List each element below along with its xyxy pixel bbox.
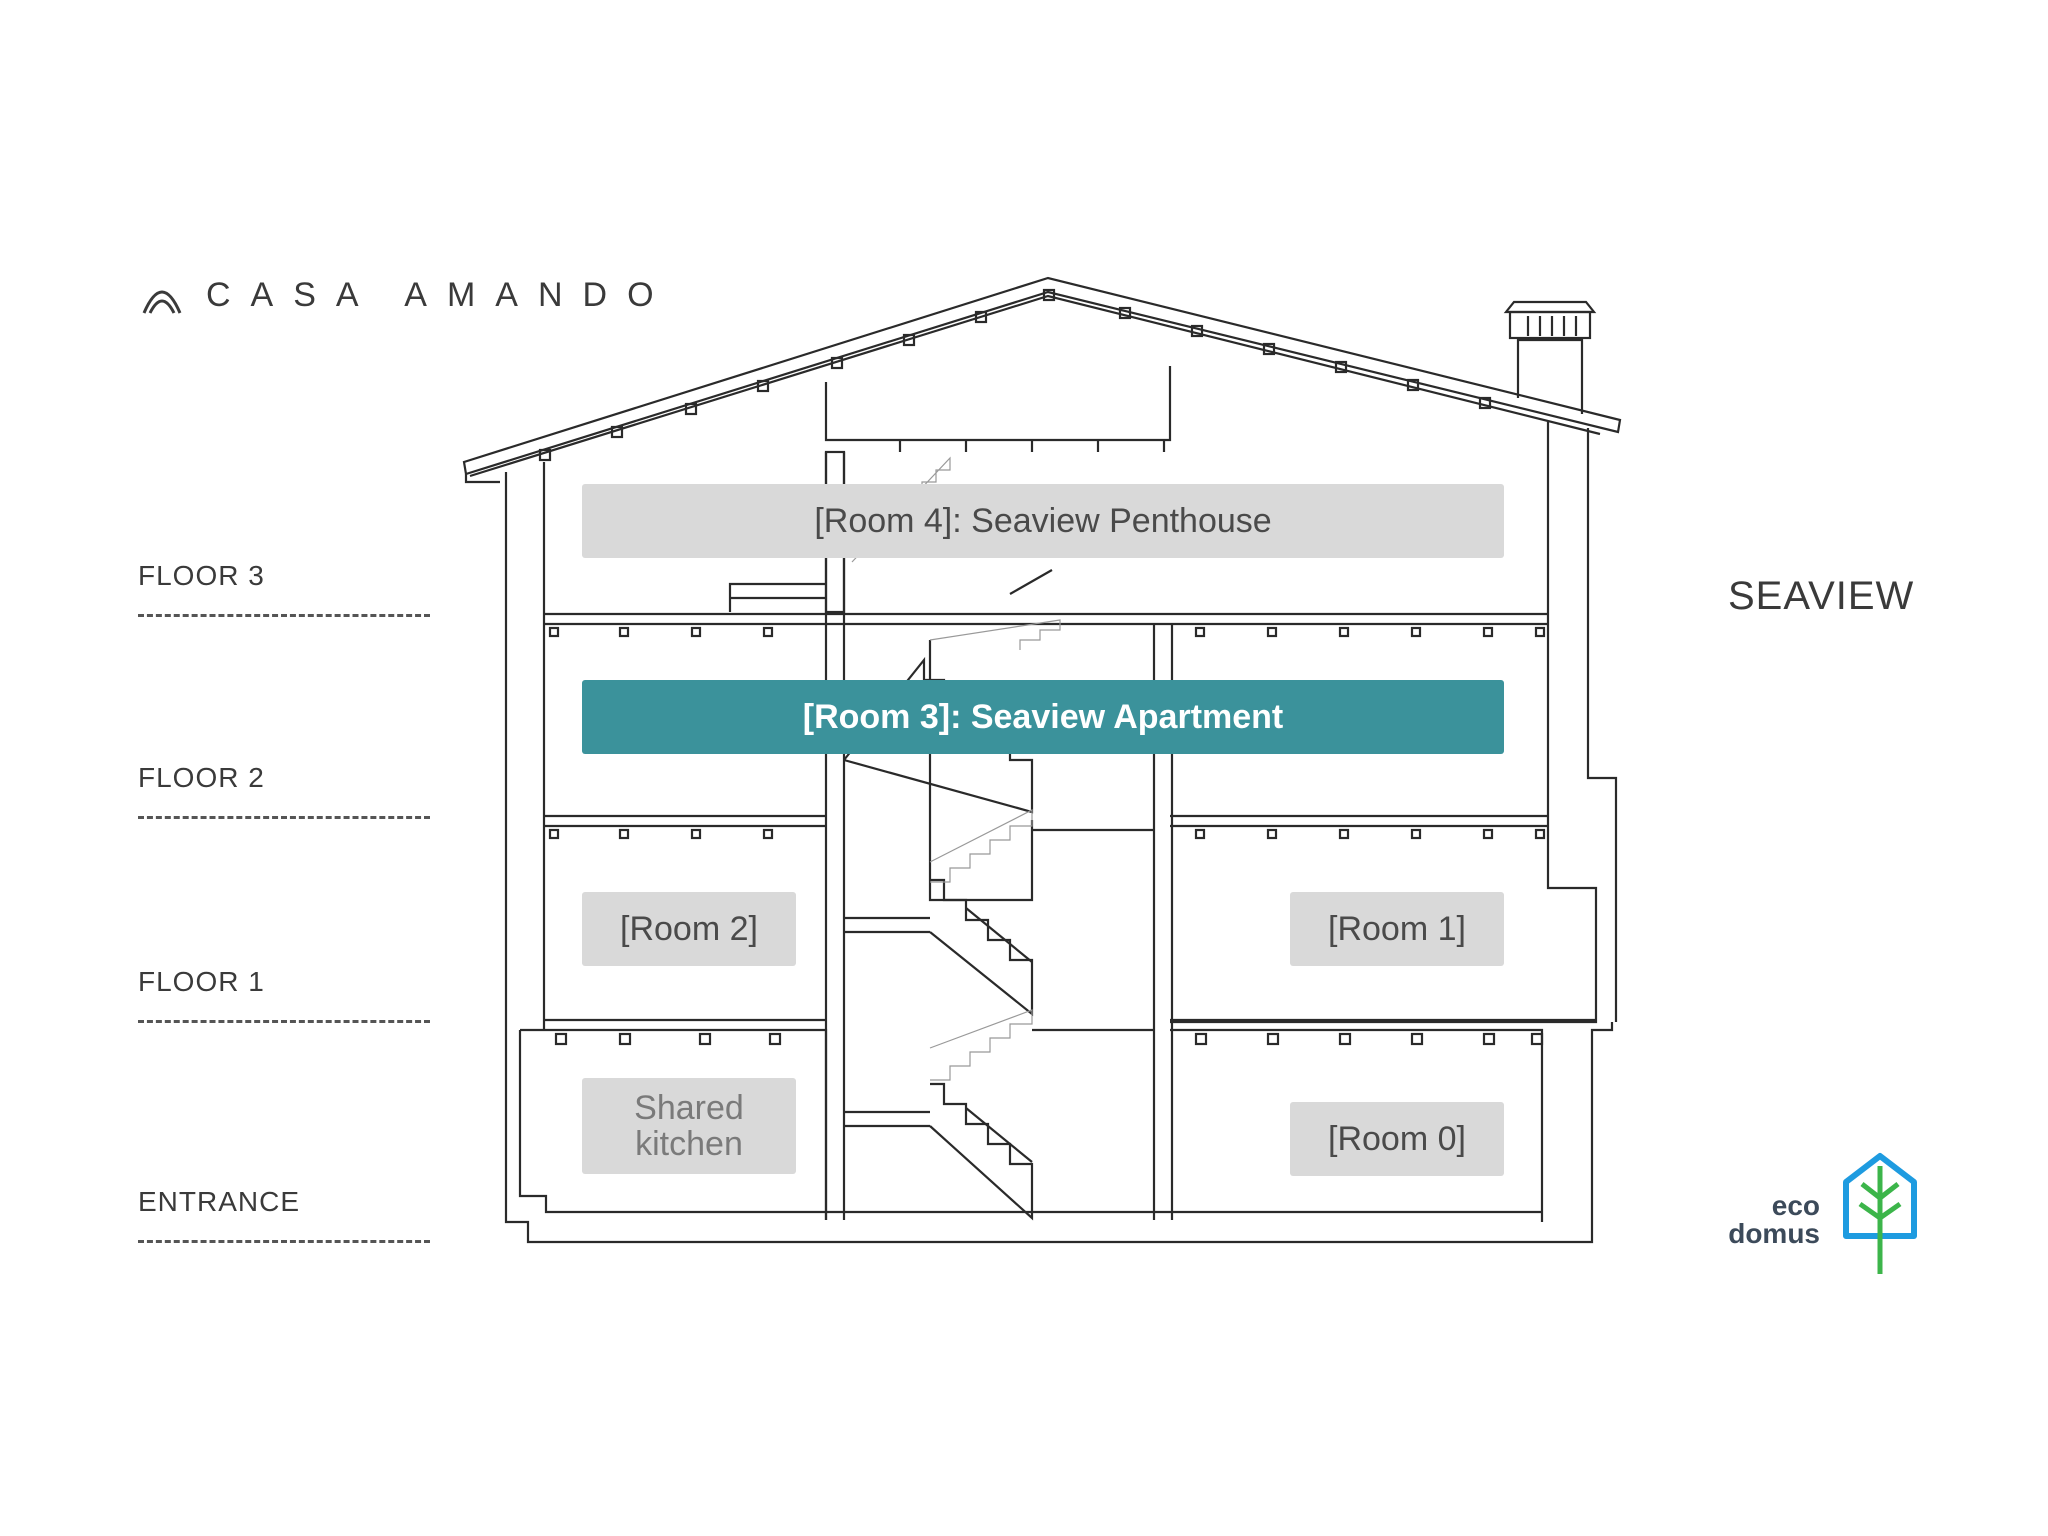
floor-label-2: FLOOR 2 — [138, 762, 265, 793]
room-3-label[interactable]: [Room 3]: Seaview Apartment — [582, 680, 1504, 754]
shared-kitchen-label[interactable]: Shared kitchen — [582, 1078, 796, 1174]
brand-name: CASA AMANDO — [206, 275, 674, 314]
leaf-house-icon — [1843, 1153, 1917, 1274]
floor-label-3: FLOOR 3 — [138, 560, 265, 591]
floor-divider-2 — [138, 816, 430, 819]
floor-divider-entrance — [138, 1240, 430, 1243]
brand-header: CASA AMANDO — [140, 272, 674, 318]
floor-divider-3 — [138, 614, 430, 617]
room-1-label[interactable]: [Room 1] — [1290, 892, 1504, 966]
room-4-label[interactable]: [Room 4]: Seaview Penthouse — [582, 484, 1504, 558]
floor-label-1: FLOOR 1 — [138, 966, 265, 997]
eco-text-line1: eco — [1771, 1190, 1820, 1221]
floor-label-entrance: ENTRANCE — [138, 1186, 301, 1217]
eco-text-line2: domus — [1728, 1218, 1820, 1249]
arch-logo-icon — [142, 290, 182, 314]
eco-domus-text: eco domus — [1728, 1192, 1820, 1248]
floor-divider-1 — [138, 1020, 430, 1023]
room-2-label[interactable]: [Room 2] — [582, 892, 796, 966]
room-0-label[interactable]: [Room 0] — [1290, 1102, 1504, 1176]
seaview-label: SEAVIEW — [1728, 574, 1915, 618]
eco-domus-logo: eco domus — [1728, 1152, 1928, 1282]
